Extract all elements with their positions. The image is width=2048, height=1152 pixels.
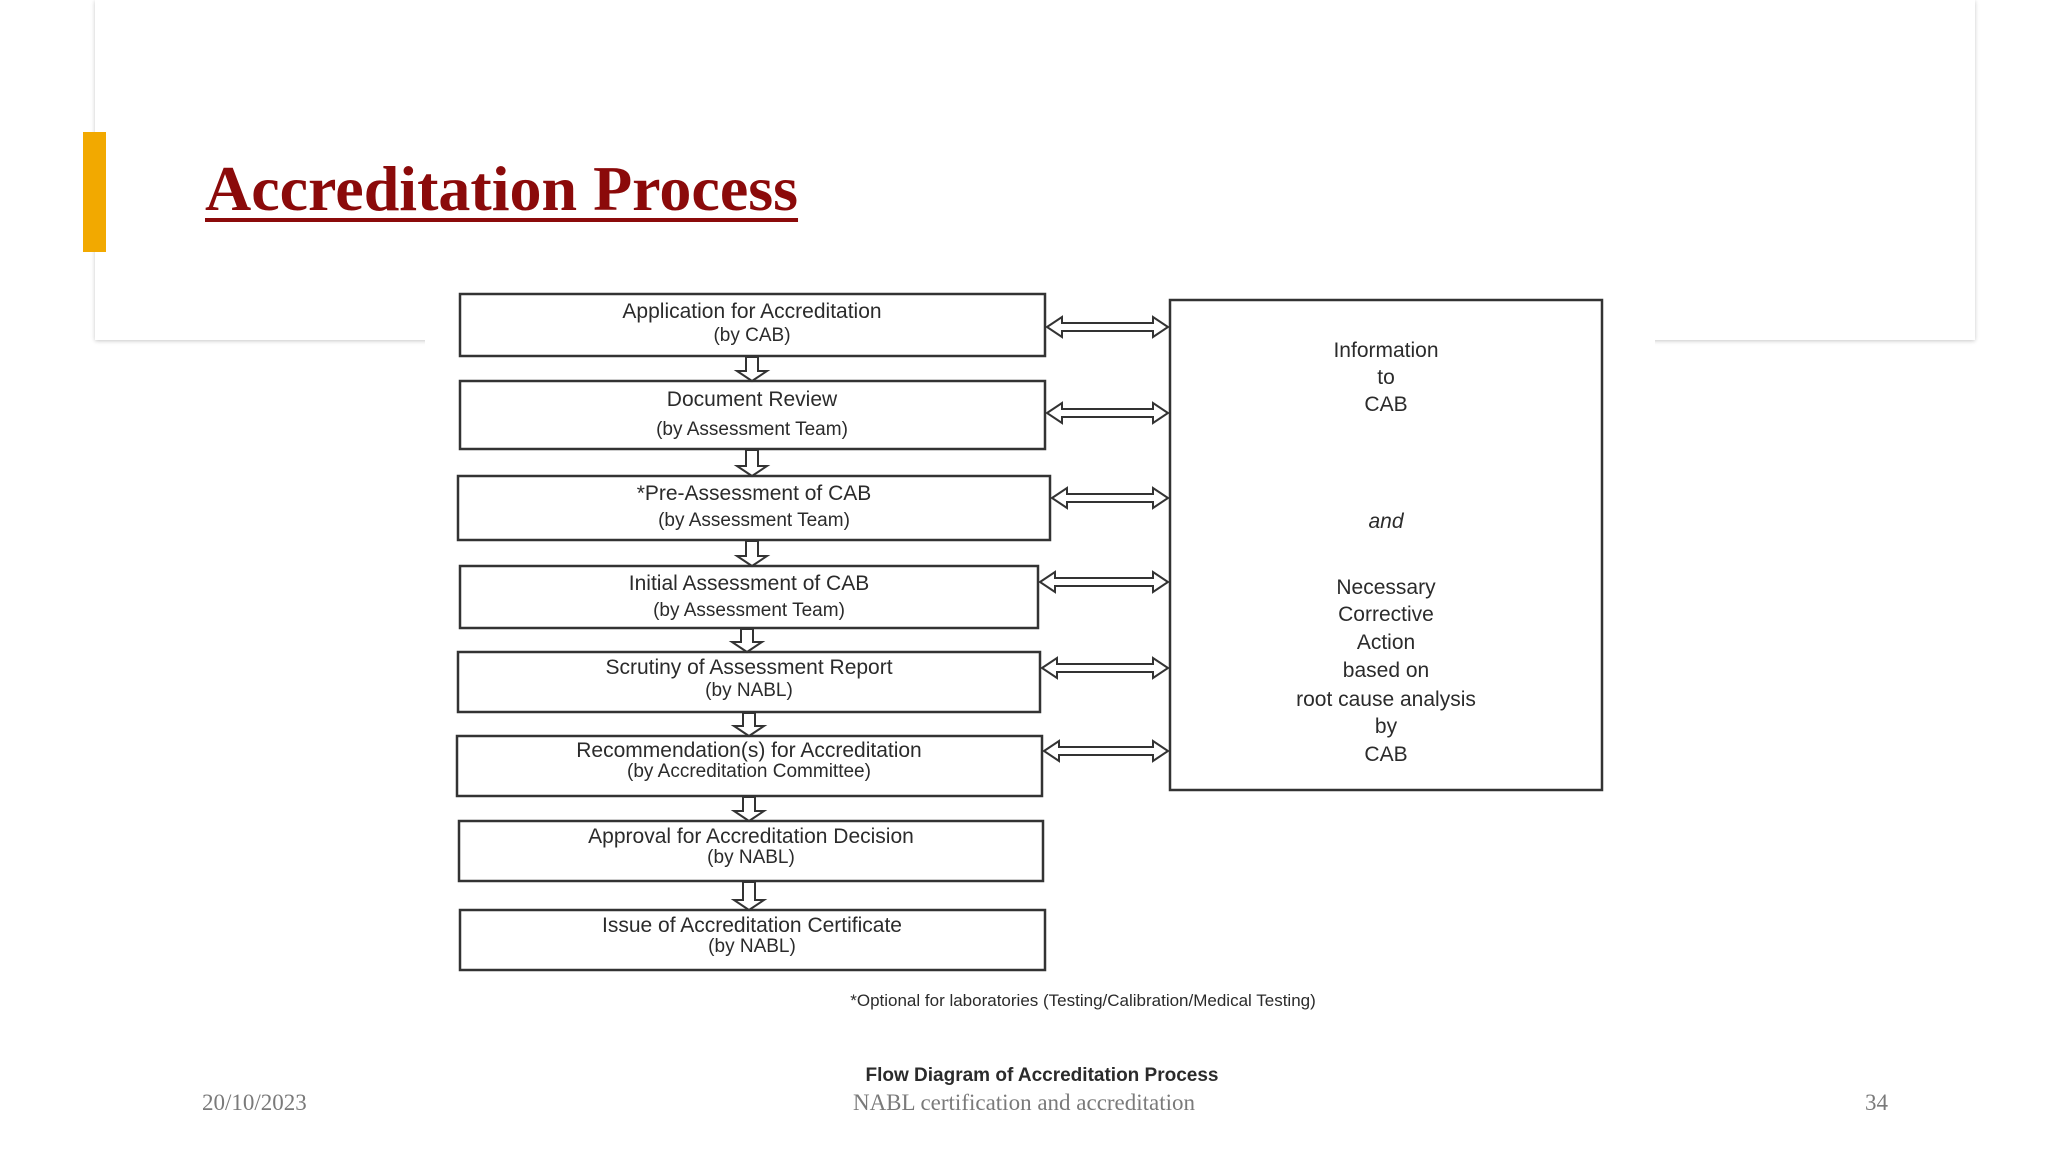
step-by-6: (by Accreditation Committee): [627, 761, 871, 782]
diagram-footnote: *Optional for laboratories (Testing/Cali…: [850, 991, 1316, 1010]
flow-diagram-svg: Application for Accreditation (by CAB) D…: [455, 292, 1604, 1086]
info-line-9: by: [1375, 715, 1398, 738]
slide-number: 34: [1865, 1090, 1888, 1115]
diagram-caption: Flow Diagram of Accreditation Process: [866, 1065, 1219, 1086]
info-line-2: to: [1377, 366, 1395, 389]
info-line-4: Necessary: [1336, 576, 1436, 599]
step-by-2: (by Assessment Team): [656, 419, 848, 440]
step-by-3: (by Assessment Team): [658, 510, 850, 531]
step-box-7: [457, 819, 1045, 883]
step-by-7: (by NABL): [707, 847, 795, 868]
footer-date: 20/10/2023: [202, 1090, 307, 1115]
down-arrow-5: [730, 712, 768, 738]
step-by-4: (by Assessment Team): [653, 600, 845, 621]
info-line-5: Corrective: [1338, 603, 1434, 626]
info-line-1: Information: [1333, 339, 1438, 362]
down-arrow-6: [730, 796, 768, 823]
step-title-6: Recommendation(s) for Accreditation: [576, 739, 922, 762]
info-line-10: CAB: [1364, 743, 1407, 766]
title-accent-bar: [83, 132, 106, 252]
info-conjunction: and: [1368, 510, 1404, 533]
down-arrow-2: [733, 449, 771, 478]
step-by-8: (by NABL): [708, 936, 796, 957]
down-arrows: [728, 356, 771, 912]
info-box: [1168, 298, 1604, 792]
down-arrow-7: [730, 881, 768, 912]
info-line-8: root cause analysis: [1296, 688, 1476, 711]
down-arrow-1: [733, 356, 771, 383]
step-title-4: Initial Assessment of CAB: [629, 572, 869, 595]
info-line-7: based on: [1343, 659, 1429, 682]
step-title-3: *Pre-Assessment of CAB: [637, 482, 872, 505]
down-arrow-3: [733, 540, 771, 568]
flow-diagram: Application for Accreditation (by CAB) D…: [425, 282, 1655, 1102]
step-title-1: Application for Accreditation: [622, 300, 881, 323]
info-line-6: Action: [1357, 631, 1415, 654]
step-title-2: Document Review: [667, 388, 838, 411]
step-title-5: Scrutiny of Assessment Report: [605, 656, 892, 679]
step-by-5: (by NABL): [705, 680, 793, 701]
side-arrow-3: [1050, 486, 1170, 510]
step-title-8: Issue of Accreditation Certificate: [602, 914, 902, 937]
step-box-1: [458, 292, 1047, 358]
step-title-7: Approval for Accreditation Decision: [588, 825, 914, 848]
footer-title: NABL certification and accreditation: [852, 1090, 1196, 1115]
side-arrow-1: [1045, 315, 1170, 339]
side-arrow-6: [1042, 739, 1170, 763]
side-arrows: [1038, 315, 1170, 763]
side-arrow-5: [1040, 656, 1170, 680]
info-line-3: CAB: [1364, 393, 1407, 416]
slide-title: Accreditation Process: [205, 153, 799, 224]
side-arrow-2: [1045, 401, 1170, 425]
side-arrow-4: [1038, 570, 1170, 594]
step-box-3: [456, 474, 1052, 542]
down-arrow-4: [728, 628, 766, 654]
step-box-8: [458, 908, 1047, 972]
step-by-1: (by CAB): [713, 325, 790, 346]
